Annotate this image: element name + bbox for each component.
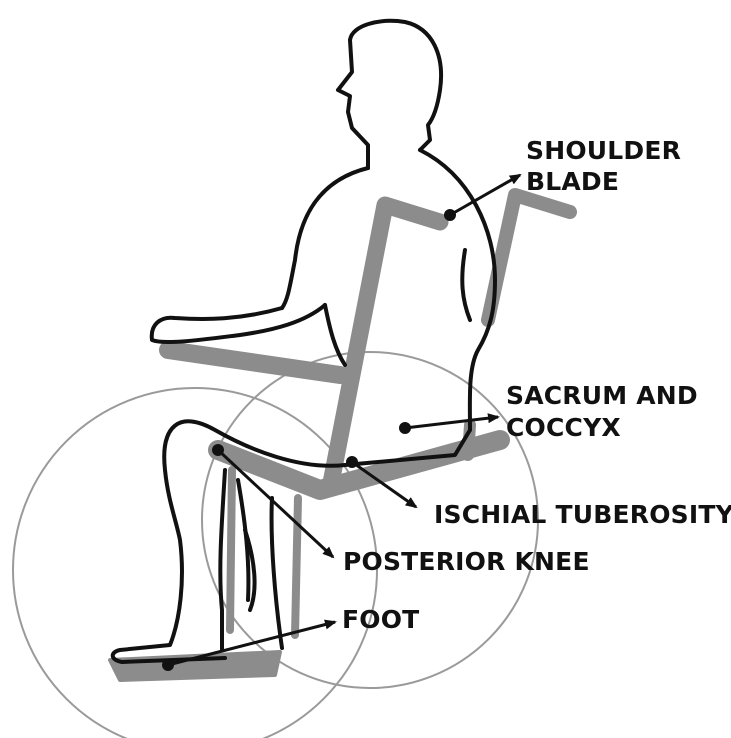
- shoulder-blade-label-line1: SHOULDER: [526, 136, 681, 165]
- posterior-knee-label: POSTERIOR KNEE: [343, 547, 590, 576]
- ischial-tuberosity-label: ISCHIAL TUBEROSITY: [434, 500, 731, 529]
- sacrum-pointer: [399, 417, 498, 434]
- foot-label: FOOT: [342, 605, 419, 634]
- shoulder-blade-label-line2: BLADE: [526, 167, 619, 196]
- sacrum-label-line2: COCCYX: [506, 413, 621, 442]
- sacrum-label-line1: SACRUM AND: [506, 381, 698, 410]
- front-wheel: [13, 388, 377, 738]
